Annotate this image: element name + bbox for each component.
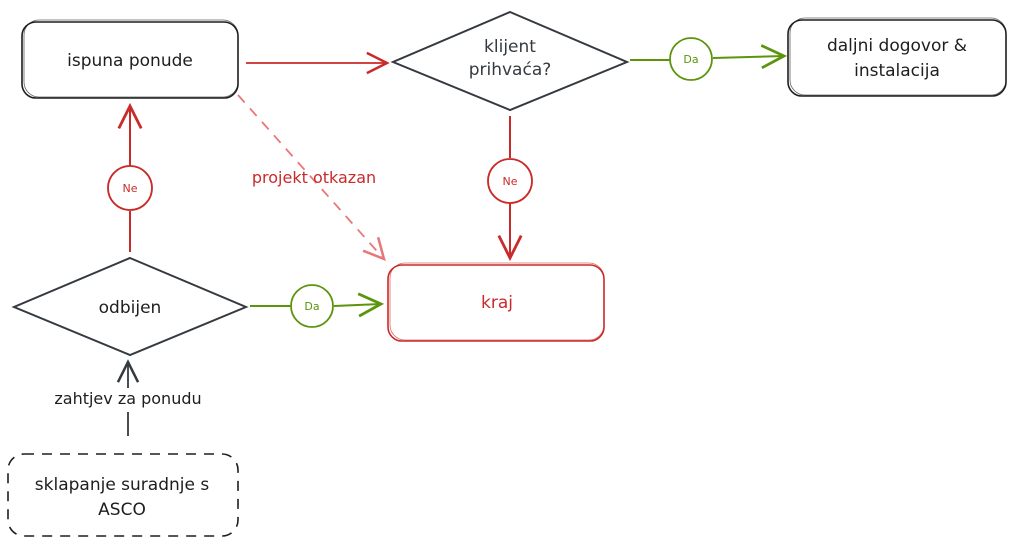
node-kraj[interactable]: kraj	[387, 262, 605, 342]
badge-da-klijent: Da	[669, 37, 713, 81]
badge-ne-odbijen: Ne	[107, 165, 153, 211]
edge-zahtjev-label: zahtjev za ponudu	[54, 389, 201, 408]
node-daljni-label-line1: daljni dogovor &	[827, 36, 967, 56]
node-sklapanje-label-line2: ASCO	[98, 500, 146, 520]
node-klijent-label-line2: prihvaća?	[469, 60, 552, 80]
badge-da-klijent-label: Da	[683, 53, 698, 66]
edge-projekt-otkazan	[237, 94, 384, 259]
badge-da-odbijen: Da	[290, 284, 334, 328]
node-ispuna-ponude[interactable]: ispuna ponude	[21, 19, 239, 99]
node-kraj-label: kraj	[481, 293, 513, 313]
badge-ne-klijent: Ne	[487, 158, 533, 204]
node-daljni-dogovor[interactable]: daljni dogovor & instalacija	[787, 17, 1007, 97]
edge-projekt-otkazan-label: projekt otkazan	[252, 168, 376, 187]
node-klijent-label-line1: klijent	[484, 37, 536, 57]
badge-ne-klijent-label: Ne	[503, 175, 518, 188]
node-klijent-prihvaca[interactable]: klijent prihvaća?	[390, 10, 630, 112]
node-daljni-label-line2: instalacija	[854, 61, 940, 81]
edge-klijent-to-daljni	[630, 56, 784, 60]
node-odbijen[interactable]: odbijen	[11, 256, 249, 357]
node-sklapanje-label-line1: sklapanje suradnje s	[35, 475, 210, 495]
node-ispuna-ponude-label: ispuna ponude	[67, 51, 193, 71]
node-odbijen-label: odbijen	[99, 298, 162, 318]
badge-da-odbijen-label: Da	[304, 300, 319, 313]
node-sklapanje-suradnje[interactable]: sklapanje suradnje s ASCO	[7, 453, 239, 537]
edge-odbijen-to-kraj	[250, 304, 381, 306]
badge-ne-odbijen-label: Ne	[123, 182, 138, 195]
